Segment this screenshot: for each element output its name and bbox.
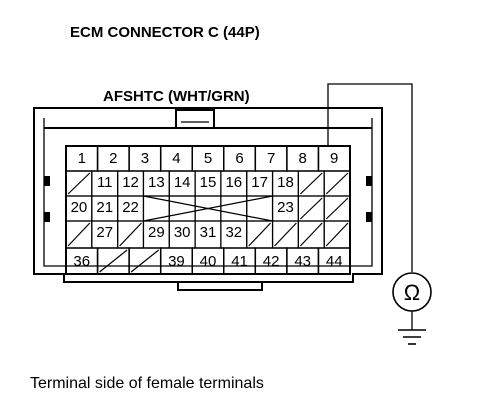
blank-cavity-mark xyxy=(299,222,323,247)
terminal-cell xyxy=(220,195,248,222)
blank-cavity-mark xyxy=(248,222,271,247)
diagram-title: ECM CONNECTOR C (44P) xyxy=(70,24,260,41)
terminal-label: 27 xyxy=(96,224,113,241)
terminal-label: 11 xyxy=(97,174,113,191)
terminal-label: 44 xyxy=(326,253,343,270)
blank-cavity-mark xyxy=(274,222,297,247)
blank-cavity-mark xyxy=(325,197,349,220)
terminal-label: 21 xyxy=(96,199,113,216)
terminal-label: 12 xyxy=(122,174,139,191)
terminal-label: 29 xyxy=(148,224,165,241)
terminal-label: 2 xyxy=(109,150,117,167)
caption: Terminal side of female terminals xyxy=(30,375,264,392)
terminal-block-outline xyxy=(65,145,351,275)
probe-wire xyxy=(327,83,413,272)
terminal-label: 7 xyxy=(267,150,275,167)
terminal-label: 14 xyxy=(174,174,191,191)
terminal-label: 30 xyxy=(174,224,191,241)
terminal-label: 23 xyxy=(277,199,294,216)
wire-label: AFSHTC (WHT/GRN) xyxy=(103,88,250,105)
terminal-label: 17 xyxy=(251,174,268,191)
terminal-label: 32 xyxy=(225,224,242,241)
terminal-label: 40 xyxy=(200,253,217,270)
blank-cavity-mark xyxy=(325,222,349,247)
terminal-label: 6 xyxy=(235,150,243,167)
terminal-label: 39 xyxy=(168,253,185,270)
blank-cavity-mark xyxy=(130,249,160,273)
terminal-label: 5 xyxy=(204,150,212,167)
blank-cavity-mark xyxy=(99,249,128,273)
terminal-label: 4 xyxy=(172,150,180,167)
terminal-label: 22 xyxy=(122,199,139,216)
terminal-label: 20 xyxy=(71,199,88,216)
connector-housing xyxy=(33,107,383,291)
terminal-label: 31 xyxy=(200,224,217,241)
terminal-label: 9 xyxy=(330,150,338,167)
terminal-label: 1 xyxy=(78,150,86,167)
terminal-label: 16 xyxy=(225,174,242,191)
ground-icon xyxy=(398,329,426,345)
blank-cavity-mark xyxy=(67,222,91,247)
blank-cavity-mark xyxy=(67,172,91,195)
blank-cavity-mark xyxy=(299,197,323,220)
ohmmeter-icon: Ω xyxy=(392,272,432,330)
blank-area-cross xyxy=(143,195,273,222)
blank-cavity-mark xyxy=(299,172,323,195)
terminal-label: 13 xyxy=(148,174,165,191)
terminal-label: 42 xyxy=(263,253,280,270)
terminal-label: 43 xyxy=(294,253,311,270)
terminal-label: 8 xyxy=(298,150,306,167)
terminal-label: 3 xyxy=(141,150,149,167)
ohm-symbol: Ω xyxy=(404,280,420,305)
terminal-label: 18 xyxy=(277,174,294,191)
terminal-cell xyxy=(168,195,196,222)
terminal-label: 41 xyxy=(231,253,248,270)
blank-cavity-mark xyxy=(325,172,349,195)
blank-cavity-mark xyxy=(119,222,142,247)
terminal-label: 36 xyxy=(73,253,90,270)
terminal-label: 15 xyxy=(200,174,217,191)
